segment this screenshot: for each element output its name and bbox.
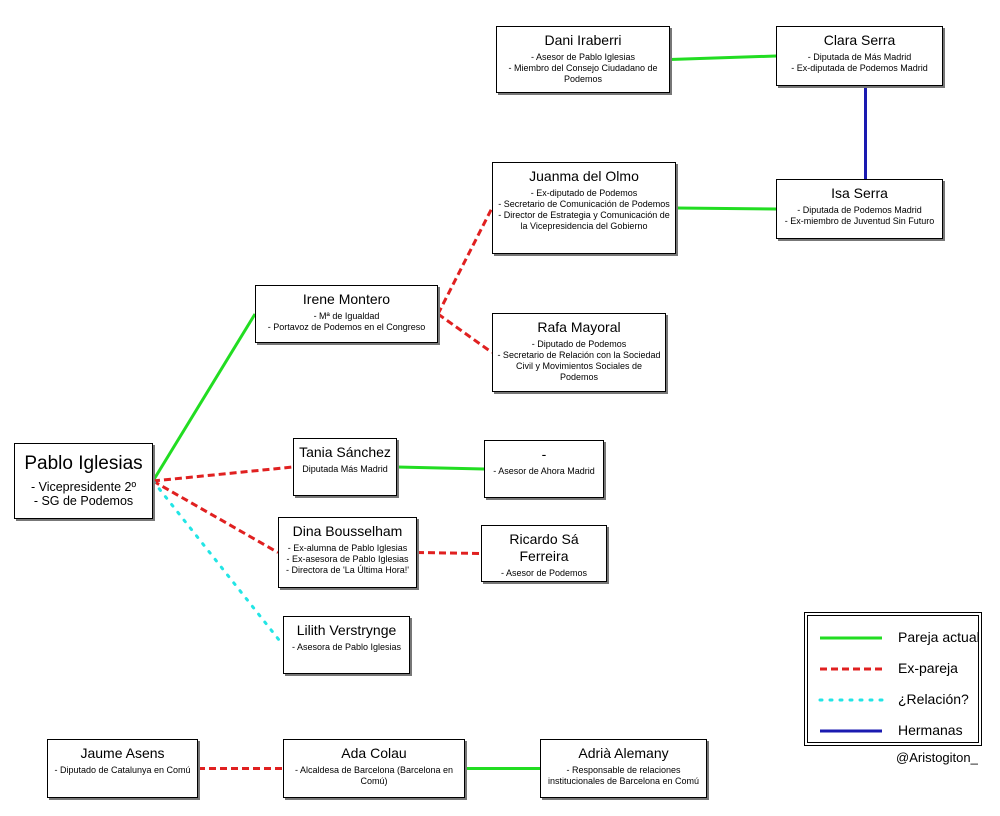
edge-irene-juanma <box>436 207 494 315</box>
legend-item-pareja: Pareja actual <box>818 628 980 648</box>
edge-pablo-dina <box>152 479 279 554</box>
node-desc: - Mª de Igualdad- Portavoz de Podemos en… <box>267 311 426 332</box>
edge-dani-clara <box>669 54 777 61</box>
node-pablo-iglesias[interactable]: Pablo Iglesias - Vicepresidente 2º- SG d… <box>14 443 153 519</box>
node-clara-serra[interactable]: Clara Serra - Diputada de Más Madrid- Ex… <box>776 26 943 86</box>
node-desc: - Diputada de Más Madrid- Ex-diputada de… <box>791 52 928 73</box>
node-name: Juanma del Olmo <box>529 168 639 184</box>
node-desc: - Asesor de Podemos <box>500 568 588 578</box>
node-name: - <box>541 446 547 462</box>
node-dani-iraberri[interactable]: Dani Iraberri - Asesor de Pablo Iglesias… <box>496 26 670 93</box>
node-irene-montero[interactable]: Irene Montero - Mª de Igualdad- Portavoz… <box>255 285 438 343</box>
node-desc: Diputada Más Madrid <box>302 464 388 474</box>
node-name: Isa Serra <box>831 185 888 201</box>
node-isa-serra[interactable]: Isa Serra - Diputada de Podemos Madrid- … <box>776 179 943 239</box>
node-desc: - Vicepresidente 2º- SG de Podemos <box>30 480 137 508</box>
node-desc: - Ex-alumna de Pablo Iglesias- Ex-asesor… <box>286 543 409 575</box>
node-name: Dani Iraberri <box>544 32 622 48</box>
node-desc: - Asesora de Pablo Iglesias <box>291 642 402 652</box>
node-name: Ada Colau <box>341 745 407 761</box>
node-lilith-verstrynge[interactable]: Lilith Verstrynge - Asesora de Pablo Igl… <box>283 616 410 674</box>
legend-label: ¿Relación? <box>898 691 969 707</box>
edge-juanma-isa <box>675 206 777 211</box>
node-desc: - Diputada de Podemos Madrid- Ex-miembro… <box>784 205 935 226</box>
node-name: Clara Serra <box>823 32 896 48</box>
node-asesor-ahora-madrid[interactable]: - - Asesor de Ahora Madrid <box>484 440 604 498</box>
node-name: Rafa Mayoral <box>537 319 621 335</box>
legend-label: Pareja actual <box>898 629 980 645</box>
edge-pablo-lilith <box>151 479 285 647</box>
node-desc: - Diputado de Catalunya en Comú <box>54 765 191 775</box>
node-desc: - Asesor de Pablo Iglesias- Miembro del … <box>508 52 661 84</box>
node-desc: - Responsable de relaciones instituciona… <box>547 765 700 786</box>
edge-irene-rafa <box>437 312 493 354</box>
legend-item-relacion: ¿Relación? <box>818 690 978 710</box>
node-juanma-del-olmo[interactable]: Juanma del Olmo - Ex-diputado de Podemos… <box>492 162 676 254</box>
node-ada-colau[interactable]: Ada Colau - Alcaldesa de Barcelona (Barc… <box>283 739 465 798</box>
node-rafa-mayoral[interactable]: Rafa Mayoral - Diputado de Podemos- Secr… <box>492 313 666 392</box>
node-desc: - Ex-diputado de Podemos- Secretario de … <box>498 188 673 231</box>
node-dina-bousselham[interactable]: Dina Bousselham - Ex-alumna de Pablo Igl… <box>278 517 417 588</box>
node-desc: - Asesor de Ahora Madrid <box>493 466 595 476</box>
node-name: Jaume Asens <box>80 745 165 761</box>
legend-item-hermanas: Hermanas <box>818 721 978 741</box>
edge-pablo-irene <box>151 313 257 482</box>
node-name: Tania Sánchez <box>299 444 391 460</box>
node-name: Dina Bousselham <box>292 523 403 539</box>
legend: Pareja actual Ex-pareja ¿Relación? Herma… <box>804 612 982 746</box>
author-credit: @Aristogiton_ <box>896 750 978 765</box>
node-jaume-asens[interactable]: Jaume Asens - Diputado de Catalunya en C… <box>47 739 198 798</box>
node-desc: - Diputado de Podemos- Secretario de Rel… <box>497 339 664 382</box>
edge-dina-ricardo <box>416 551 482 555</box>
node-name: Ricardo Sá Ferreira <box>509 531 579 564</box>
node-adria-alemany[interactable]: Adrià Alemany - Responsable de relacione… <box>540 739 707 798</box>
legend-label: Hermanas <box>898 722 963 738</box>
node-tania-sanchez[interactable]: Tania Sánchez Diputada Más Madrid <box>293 438 397 496</box>
node-ricardo-sa-ferreira[interactable]: Ricardo Sá Ferreira - Asesor de Podemos <box>481 525 607 582</box>
edge-pablo-tania <box>152 465 294 483</box>
legend-label: Ex-pareja <box>898 660 958 676</box>
node-name: Pablo Iglesias <box>24 453 143 474</box>
node-name: Lilith Verstrynge <box>296 622 397 638</box>
legend-item-expareja: Ex-pareja <box>818 659 978 679</box>
edge-tania-unknown <box>396 465 485 471</box>
node-name: Adrià Alemany <box>578 745 669 761</box>
node-desc: - Alcaldesa de Barcelona (Barcelona en C… <box>294 765 456 786</box>
node-name: Irene Montero <box>302 291 391 307</box>
